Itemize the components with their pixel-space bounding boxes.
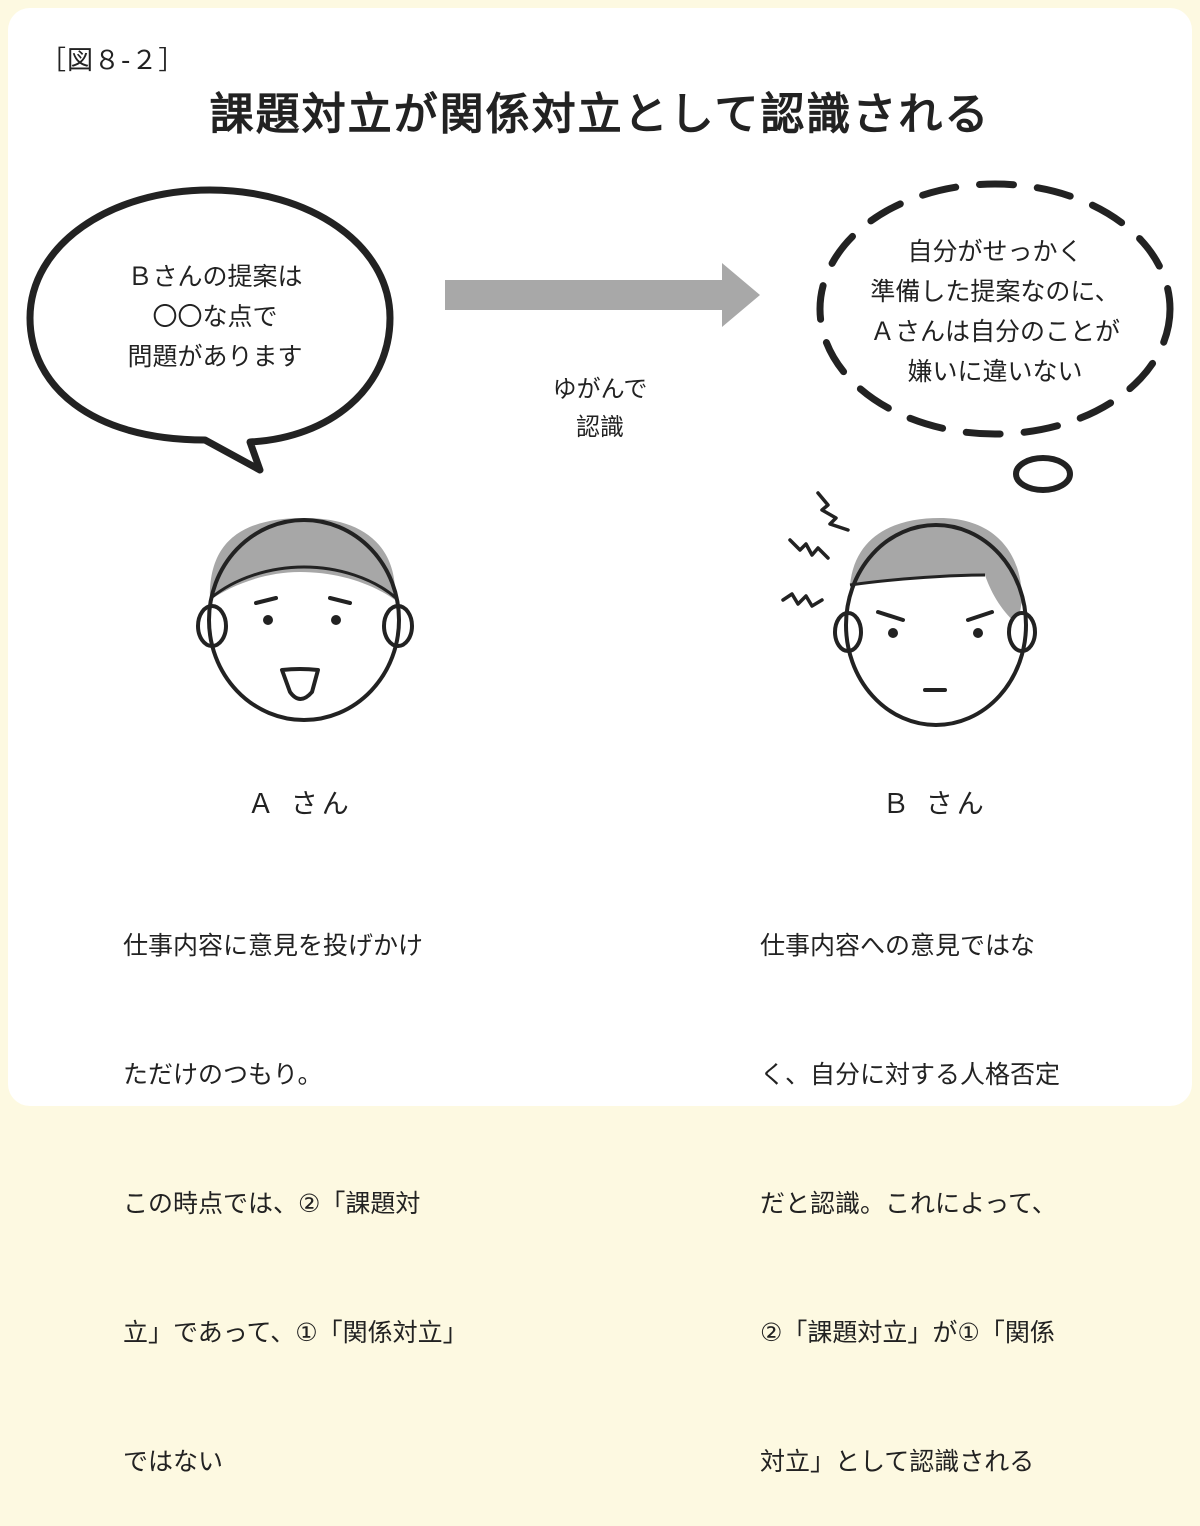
figure-title: 課題対立が関係対立として認識される <box>209 89 991 140</box>
speech-line: 〇〇な点で <box>152 302 278 331</box>
description-line: ただけのつもり。 <box>123 1060 323 1089</box>
thought-line: 自分がせっかく <box>907 237 1083 266</box>
person-a-description: 仕事内容に意見を投げかけ ただけのつもり。 この時点では、②「課題対 立」であっ… <box>123 838 468 1526</box>
illustration <box>26 180 1174 727</box>
description-line: だと認識。これによって、 <box>760 1189 1057 1218</box>
thought-line: 準備した提案なのに、 <box>870 277 1120 306</box>
speech-line: 問題があります <box>127 342 303 371</box>
description-line: 対立」として認識される <box>760 1447 1035 1476</box>
thought-line: Ａさんは自分のことが <box>869 317 1120 346</box>
thought-bubble <box>816 180 1174 438</box>
person-a-face <box>196 518 414 722</box>
description-line: 立」であって、①「関係対立」 <box>123 1318 468 1347</box>
person-b-description: 仕事内容への意見ではな く、自分に対する人格否定 だと認識。これによって、 ②「… <box>760 838 1060 1526</box>
speech-bubble <box>26 186 394 474</box>
person-a-name: Ａ さん <box>247 789 353 820</box>
arrow-label: ゆがんで 認識 <box>520 370 680 446</box>
arrow-label-line: ゆがんで <box>552 375 648 403</box>
thought-bubble-tail <box>1013 455 1073 493</box>
description-line: ではない <box>123 1447 224 1476</box>
person-b-name: Ｂ さん <box>882 789 988 820</box>
stress-marks-icon <box>781 491 850 608</box>
person-b-face <box>833 518 1037 727</box>
description-line: 仕事内容への意見ではな <box>760 931 1036 960</box>
description-line: 仕事内容に意見を投げかけ <box>123 931 424 960</box>
description-line: この時点では、②「課題対 <box>123 1189 421 1218</box>
arrow <box>445 263 760 327</box>
speech-bubble-text: Ｂさんの提案は 〇〇な点で 問題があります <box>70 257 360 377</box>
description-line: ②「課題対立」が①「関係 <box>760 1318 1055 1347</box>
thought-line: 嫌いに違いない <box>907 357 1083 386</box>
description-line: く、自分に対する人格否定 <box>760 1060 1061 1089</box>
figure-label: ［図８-２］ <box>40 46 186 76</box>
arrow-label-line: 認識 <box>576 413 624 441</box>
thought-bubble-text: 自分がせっかく 準備した提案なのに、 Ａさんは自分のことが 嫌いに違いない <box>830 232 1160 392</box>
speech-line: Ｂさんの提案は <box>127 262 303 291</box>
